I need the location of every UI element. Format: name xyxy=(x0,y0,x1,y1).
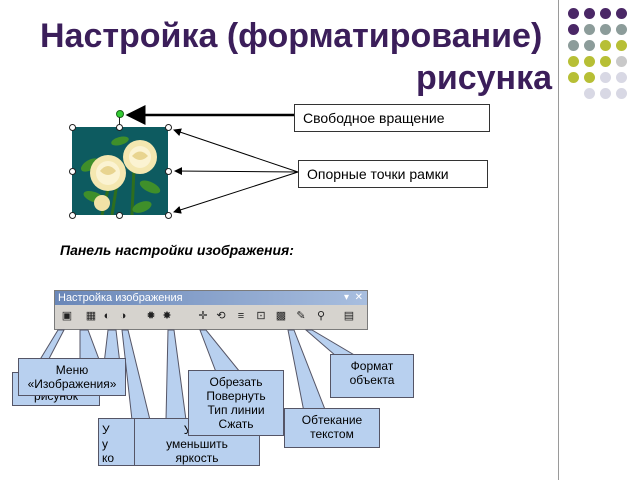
toolbar-titlebar[interactable]: Настройка изображения ▾ ✕ xyxy=(55,291,367,305)
selection-handle-br[interactable] xyxy=(165,212,172,219)
dot xyxy=(616,24,627,35)
roses-illustration xyxy=(80,136,161,215)
dot xyxy=(568,8,579,19)
dot xyxy=(600,72,611,83)
more-contrast-icon[interactable]: ◐ xyxy=(103,310,111,322)
callout-free-rotation: Свободное вращение xyxy=(294,104,490,132)
reset-picture-icon[interactable]: ▤ xyxy=(343,310,355,322)
text-wrap-icon[interactable]: ▩ xyxy=(275,310,287,322)
selection-handle-tr[interactable] xyxy=(165,124,172,131)
decorative-dots xyxy=(566,8,638,108)
divider-line xyxy=(558,0,559,480)
less-brightness-icon[interactable]: ✸ xyxy=(162,310,172,322)
toolbar-buttons: ▣ ▦ ◐ ◑ ✹ ✸ ✛ ⟲ ≡ ⊡ ▩ ✎ ⚲ ▤ xyxy=(58,307,364,327)
dot xyxy=(568,40,579,51)
page-title-line1: Настройка (форматирование) xyxy=(40,17,543,55)
selection-handle-bm[interactable] xyxy=(116,212,123,219)
dot xyxy=(568,72,579,83)
dot xyxy=(600,40,611,51)
dot xyxy=(584,88,595,99)
less-contrast-icon[interactable]: ◑ xyxy=(119,310,127,322)
more-brightness-icon[interactable]: ✹ xyxy=(146,310,156,322)
dot xyxy=(616,40,627,51)
callout-format-object: Формат объекта xyxy=(330,354,414,398)
dot xyxy=(600,88,611,99)
callout-crop-rotate: Обрезать Повернуть Тип линии Сжать xyxy=(188,370,284,436)
selection-handle-bl[interactable] xyxy=(69,212,76,219)
selection-handle-tl[interactable] xyxy=(69,124,76,131)
selection-handle-mr[interactable] xyxy=(165,168,172,175)
insert-picture-icon[interactable]: ▣ xyxy=(61,310,73,322)
dot xyxy=(584,8,595,19)
picture-toolbar[interactable]: Настройка изображения ▾ ✕ ▣ ▦ ◐ ◑ ✹ ✸ ✛ ⟲ ≡ ⊡ ▩ ✎ ⚲ ▤ xyxy=(54,290,368,330)
dot xyxy=(584,24,595,35)
toolbar-title: Настройка изображения xyxy=(58,292,183,304)
callout-text-wrap: Обтекание текстом xyxy=(284,408,380,448)
dot xyxy=(600,8,611,19)
dot xyxy=(600,56,611,67)
rotate-icon[interactable]: ⟲ xyxy=(216,310,226,322)
toolbar-dropdown-icon[interactable]: ▾ xyxy=(343,292,349,303)
crop-icon[interactable]: ✛ xyxy=(198,310,208,322)
dot xyxy=(584,56,595,67)
dot xyxy=(616,72,627,83)
image-control-icon[interactable]: ▦ xyxy=(85,310,97,322)
compress-icon[interactable]: ⊡ xyxy=(256,310,266,322)
rotation-handle[interactable] xyxy=(116,110,124,118)
dot xyxy=(568,24,579,35)
set-transparent-icon[interactable]: ⚲ xyxy=(316,310,326,322)
rose-picture[interactable] xyxy=(72,127,168,215)
callout-menu-images: Меню «Изображения» xyxy=(18,358,126,396)
callout-anchor-points: Опорные точки рамки xyxy=(298,160,488,188)
dot xyxy=(584,40,595,51)
line-style-icon[interactable]: ≡ xyxy=(237,310,245,322)
page-title-line2: рисунка xyxy=(416,59,552,97)
toolbar-close-icon[interactable]: ✕ xyxy=(354,292,363,303)
dot xyxy=(568,56,579,67)
dot xyxy=(616,56,627,67)
rotation-handle-stem xyxy=(119,117,120,127)
selection-handle-tm[interactable] xyxy=(116,124,123,131)
selection-handle-ml[interactable] xyxy=(69,168,76,175)
format-object-icon[interactable]: ✎ xyxy=(296,310,306,322)
dot xyxy=(616,8,627,19)
dot xyxy=(616,88,627,99)
dot xyxy=(600,24,611,35)
dot xyxy=(584,72,595,83)
panel-label: Панель настройки изображения: xyxy=(60,242,294,258)
